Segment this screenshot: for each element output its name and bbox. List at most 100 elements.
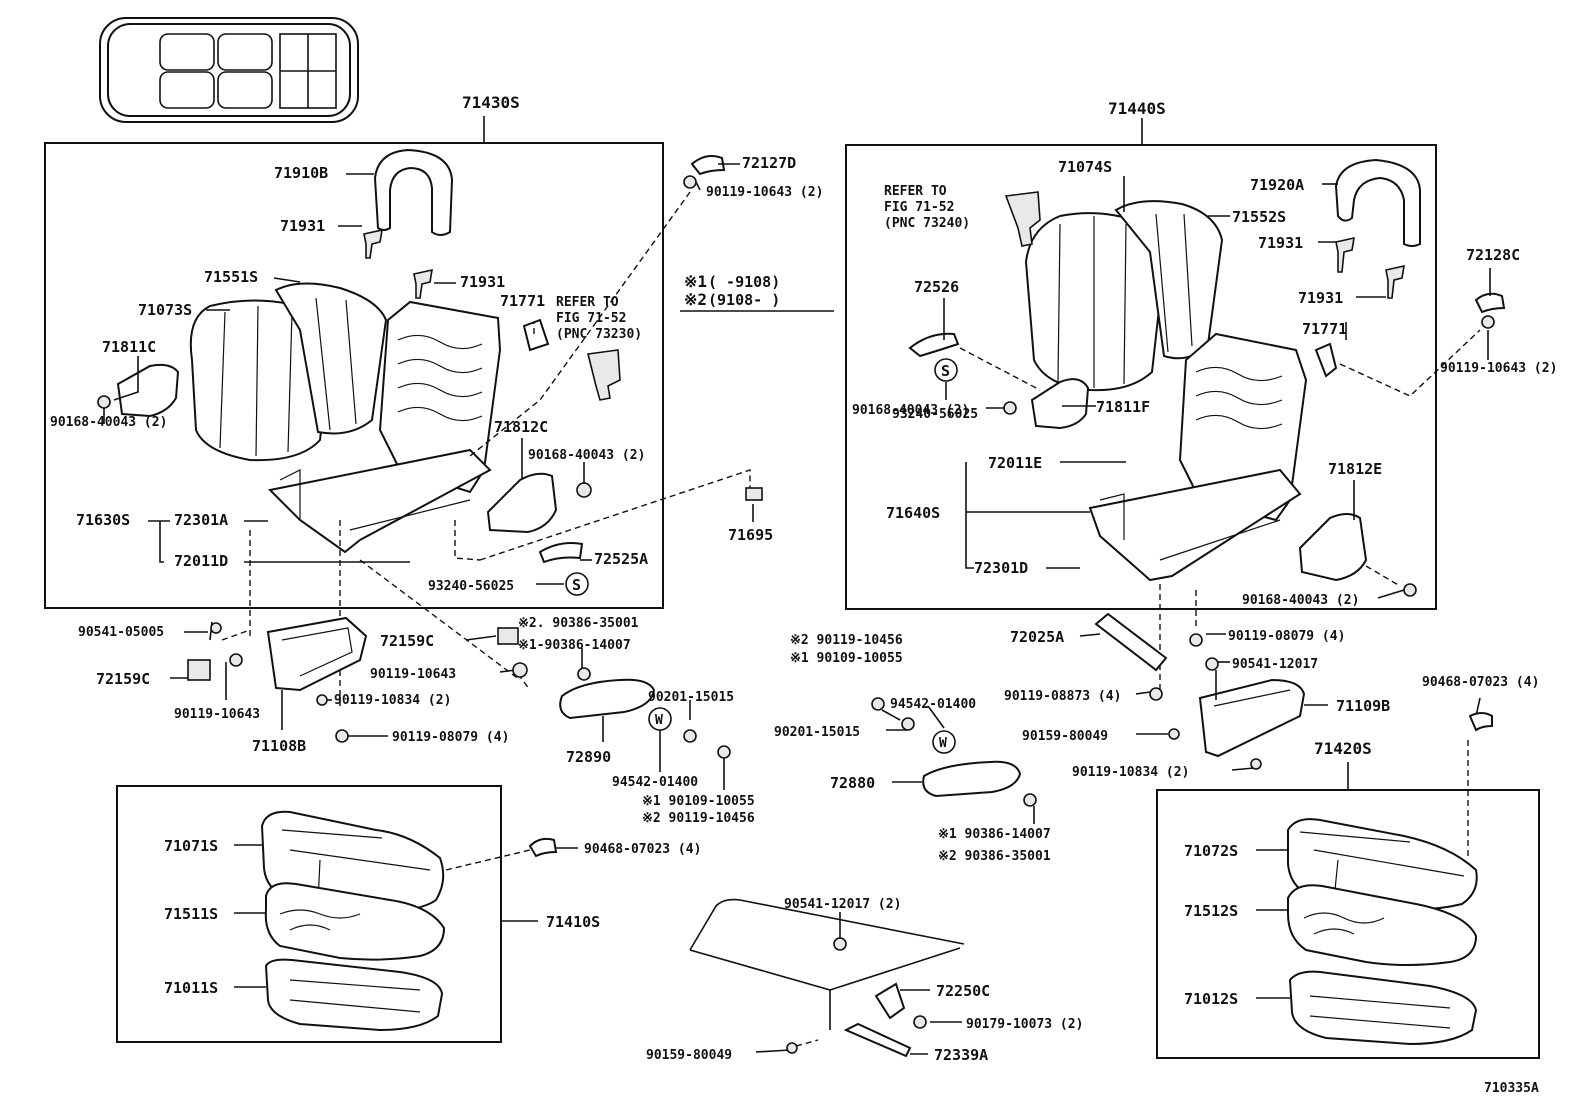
part-label-72127d: 72127D [742, 154, 796, 172]
armrest-72880 [922, 760, 1022, 798]
part-label-90119i: 90119-08873 (4) [1004, 689, 1121, 704]
part-label-71073s: 71073S [138, 301, 192, 319]
seatback-pad-right [1114, 200, 1224, 360]
part-label-72250c: 72250C [936, 982, 990, 1000]
part-label-71811c: 71811C [102, 338, 156, 356]
seatback-pad-left [274, 282, 388, 435]
part-label-90168c: 90168-40043 (2) [852, 403, 969, 418]
part-label-72339a: 72339A [934, 1046, 988, 1064]
cushion-frame-left [264, 958, 444, 1032]
cushion-frame-right [1288, 970, 1478, 1046]
part-label-90168b: 90168-40043 (2) [528, 448, 645, 463]
part-label-71695: 71695 [728, 526, 773, 544]
headrest-left [373, 148, 454, 236]
refer-right: REFER TO FIG 71-52 (PNC 73240) [884, 184, 970, 231]
refer-right-line3: (PNC 73240) [884, 216, 970, 231]
refer-left-line1: REFER TO [556, 295, 619, 310]
w-letter-left: W [655, 713, 663, 728]
part-label-90468b: 90468-07023 (4) [1422, 675, 1539, 690]
part-label-71771a: 71771 [500, 292, 545, 310]
note1-mark: ※1 [684, 272, 707, 291]
part-label-71771b: 71771 [1302, 320, 1347, 338]
part-label-71812c: 71812C [494, 418, 548, 436]
part-label-90119d: 90119-10834 (2) [334, 693, 451, 708]
part-label-71420s: 71420S [1314, 739, 1372, 758]
part-label-71071s: 71071S [164, 837, 218, 855]
part-label-71931c: 71931 [1258, 234, 1303, 252]
refer-left-line2: FIG 71-52 [556, 311, 626, 326]
part-label-71812e: 71812E [1328, 460, 1382, 478]
seat-frame-right [1088, 332, 1308, 582]
s-symbol-right [934, 358, 958, 382]
left-leaders [103, 163, 754, 585]
part-label-90119j: 90119-10834 (2) [1072, 765, 1189, 780]
note2-mark: ※2 [684, 290, 707, 309]
part-label-71109b: 71109B [1336, 697, 1390, 715]
part-label-71072s: 71072S [1184, 842, 1238, 860]
part-label-90119a: 90119-10643 (2) [706, 185, 823, 200]
part-label-90386b: ※1-90386-14007 [518, 638, 631, 653]
right-leaders [943, 176, 1491, 599]
part-label-71512s: 71512S [1184, 902, 1238, 920]
part-label-71630s: 71630S [76, 511, 130, 529]
part-label-72890: 72890 [566, 748, 611, 766]
s-letter-right: S [941, 362, 950, 380]
part-label-90119k: ※2 90119-10456 [790, 633, 903, 648]
part-label-90386d: ※2 90386-35001 [938, 849, 1051, 864]
right-cushion-leaders [1256, 712, 1493, 999]
refer-left: REFER TO FIG 71-52 (PNC 73230) [556, 295, 642, 342]
part-label-93240a: 93240-56025 [428, 579, 514, 594]
refer-left-line3: (PNC 73230) [556, 327, 642, 342]
part-label-71920a: 71920A [1250, 176, 1304, 194]
headrest-right [1334, 158, 1421, 247]
part-label-72159cb: 72159C [96, 670, 150, 688]
part-label-90201a: 90201-15015 [648, 690, 734, 705]
cushion-pad-right [1287, 884, 1478, 966]
left-seat-box [44, 142, 664, 609]
part-label-71074s: 71074S [1058, 158, 1112, 176]
headrest-guide-right-2 [1385, 264, 1405, 299]
part-label-72011d: 72011D [174, 552, 228, 570]
part-label-72880: 72880 [830, 774, 875, 792]
part-label-71811f: 71811F [1096, 398, 1150, 416]
left-cushion-leaders [234, 837, 578, 988]
clip-72128C [1474, 292, 1506, 329]
part-label-72525a: 72525A [594, 550, 648, 568]
left-cushion-box [116, 785, 502, 1043]
clip-72127D [683, 155, 726, 189]
refer-right-line1: REFER TO [884, 184, 947, 199]
part-label-90159b: 90159-80049 [646, 1048, 732, 1063]
bar-72339A [843, 1022, 912, 1058]
headrest-guide-left-2 [413, 268, 433, 299]
part-label-93240b: 93240-56025 [892, 407, 978, 422]
part-label-90386a: ※2. 90386-35001 [518, 616, 639, 631]
part-label-72011e: 72011E [988, 454, 1042, 472]
part-label-90159a: 90159-80049 [1022, 729, 1108, 744]
part-label-72128c: 72128C [1466, 246, 1520, 264]
part-label-71410s: 71410S [546, 913, 600, 931]
floor-panel [689, 898, 965, 1030]
part-label-71640s: 71640S [886, 504, 940, 522]
part-label-72301d: 72301D [974, 559, 1028, 577]
note1-text: ( -9108) [708, 273, 780, 291]
part-label-71931a: 71931 [280, 217, 325, 235]
part-labels: 71430S71910B719317193171551S71073S71811C… [50, 93, 1557, 1096]
part-label-90468a: 90468-07023 (4) [584, 842, 701, 857]
hinge-bracket-71109B [1198, 678, 1306, 758]
part-label-90541c: 90541-12017 (2) [784, 897, 901, 912]
part-label-71931d: 71931 [1298, 289, 1343, 307]
left-dashed [221, 191, 751, 710]
right-dashed [959, 329, 1481, 860]
recliner-cover-right [1298, 513, 1368, 582]
part-label-94542b: 94542-01400 [890, 697, 976, 712]
floor-leaders [755, 912, 962, 1055]
part-label-90119e: 90119-08079 (4) [392, 730, 509, 745]
notes-block: ※1 ( -9108) ※2 (9108- ) [684, 272, 780, 309]
part-label-71440s: 71440S [1108, 99, 1166, 118]
refer-right-line2: FIG 71-52 [884, 200, 954, 215]
bracket-72250C [874, 982, 906, 1020]
part-label-71552s: 71552S [1232, 208, 1286, 226]
belt-buckle-left [587, 349, 621, 401]
